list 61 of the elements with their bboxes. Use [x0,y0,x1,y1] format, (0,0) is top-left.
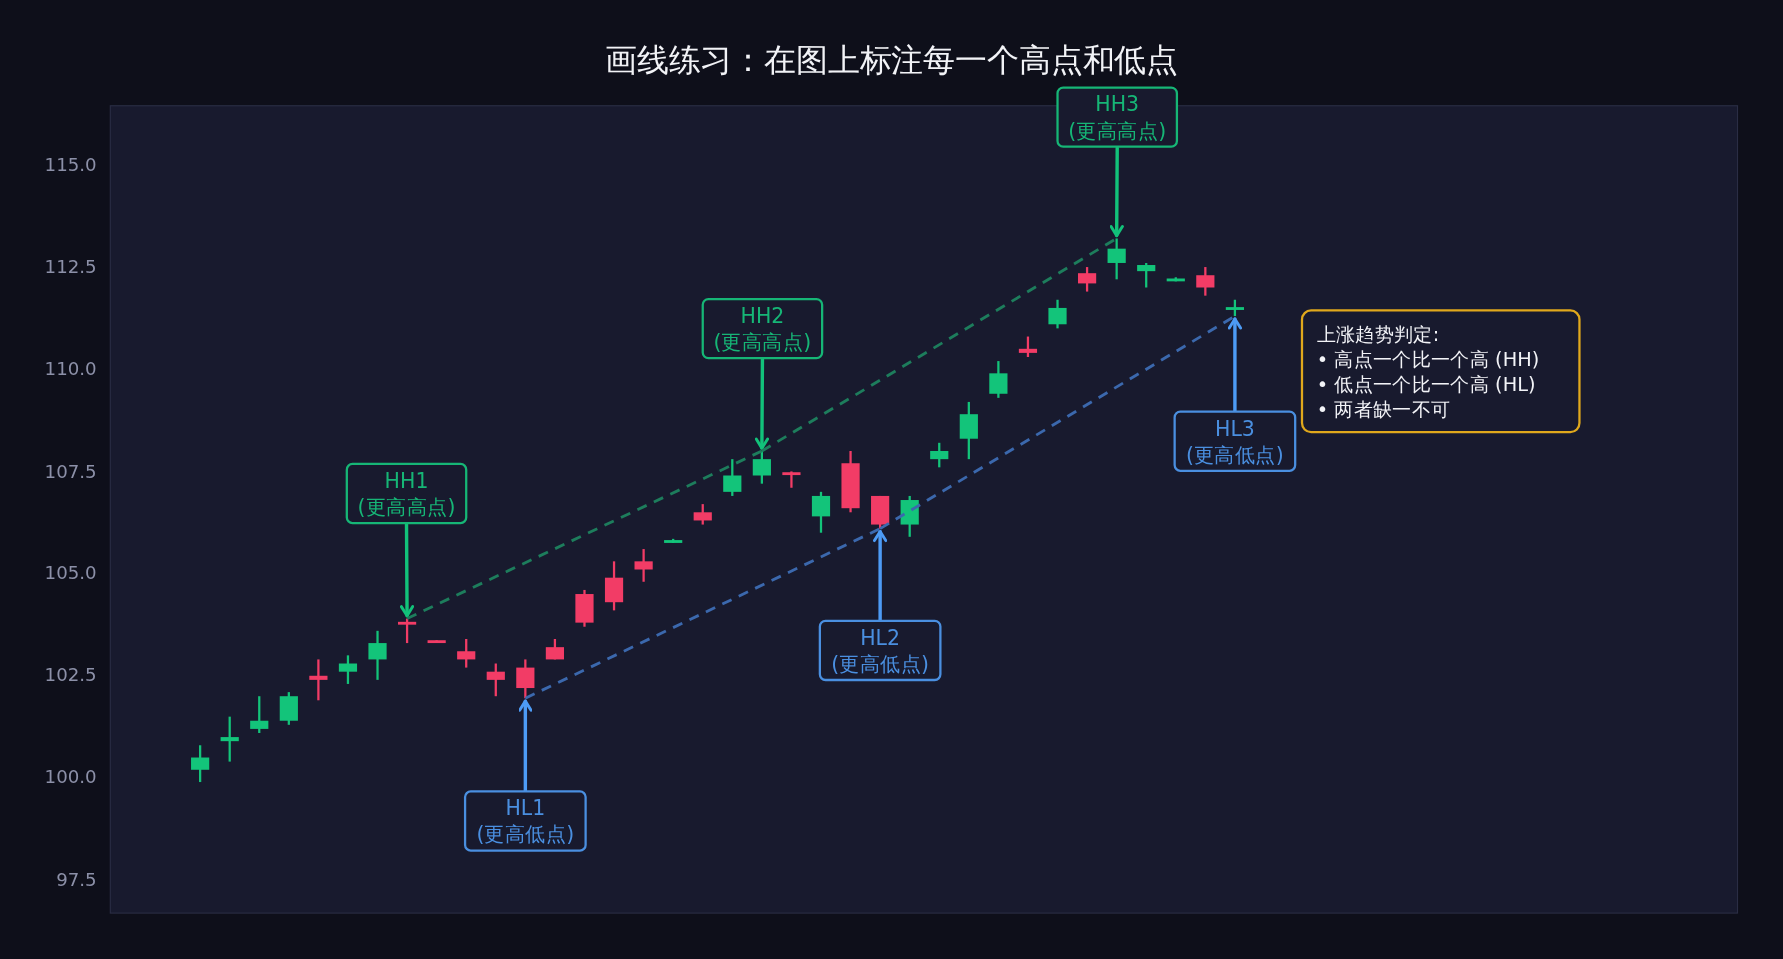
annotation-box: HL1 (更高低点) [463,790,587,852]
trend-line [406,449,763,620]
annotation-box: HH1 (更高高点) [345,462,468,525]
annotation-box: HL2 (更高低点) [818,619,942,682]
arrow [399,522,415,618]
axis-tick-label: 110.0 [43,357,97,380]
candlestick [871,495,890,529]
candlestick [427,640,446,644]
candlestick [1166,277,1185,282]
candlestick [516,659,535,699]
candlestick [604,561,624,611]
axis-tick-label: 115.0 [43,153,97,176]
candlestick [309,659,328,701]
candlestick [900,495,919,537]
candlestick [1225,299,1244,317]
candlestick [782,471,801,488]
candlestick [250,696,269,733]
annotation-box: HH2 (更高高点) [701,297,824,360]
candlestick [930,442,949,468]
candlestick [693,504,712,525]
arrow [518,699,533,792]
annotation-box: HH3 (更高高点) [1056,86,1179,148]
candlestick [811,491,831,533]
axis-tick-label: 100.0 [43,766,97,789]
candlestick [191,745,210,783]
candlestick [664,538,683,543]
candlestick [486,663,505,697]
annotation-box: HL3 (更高低点) [1173,410,1297,472]
arrow [754,357,770,450]
trend-line [524,527,881,700]
candlestick [1107,238,1126,280]
arrow [1227,317,1243,413]
candlestick [989,361,1008,398]
candlestick [634,549,653,582]
chart-title: 画线练习：在图上标注每一个高点和低点 [603,39,1180,81]
candlestick [752,451,771,484]
axis-tick-label: 105.0 [43,562,97,584]
candlestick [575,589,594,627]
candlestick [220,716,239,762]
candlestick [279,692,298,725]
note-box: 上涨趋势判定: • 高点一个比一个高 (HH) • 低点一个比一个高 (HL) • 两者缺一不可 [1300,309,1581,434]
candlestick [959,401,978,460]
axis-tick-label: 97.5 [55,868,97,891]
arrow [1109,146,1124,238]
candlestick [1018,336,1038,357]
axis-tick-label: 112.5 [43,255,97,278]
candlestick [368,630,387,680]
trend-line [879,314,1236,530]
axis-tick-label: 107.5 [43,460,97,482]
candlestick [841,451,860,513]
candlestick [1137,262,1156,288]
candlestick [457,639,476,668]
axis-tick-label: 102.5 [43,664,97,686]
arrow [872,529,888,622]
candlestick [723,459,742,496]
candlestick [1196,267,1215,296]
candlestick [1078,267,1097,292]
candlestick [1048,299,1067,329]
candlestick [338,655,358,684]
candlestick [398,618,417,644]
candlestick [545,639,564,660]
